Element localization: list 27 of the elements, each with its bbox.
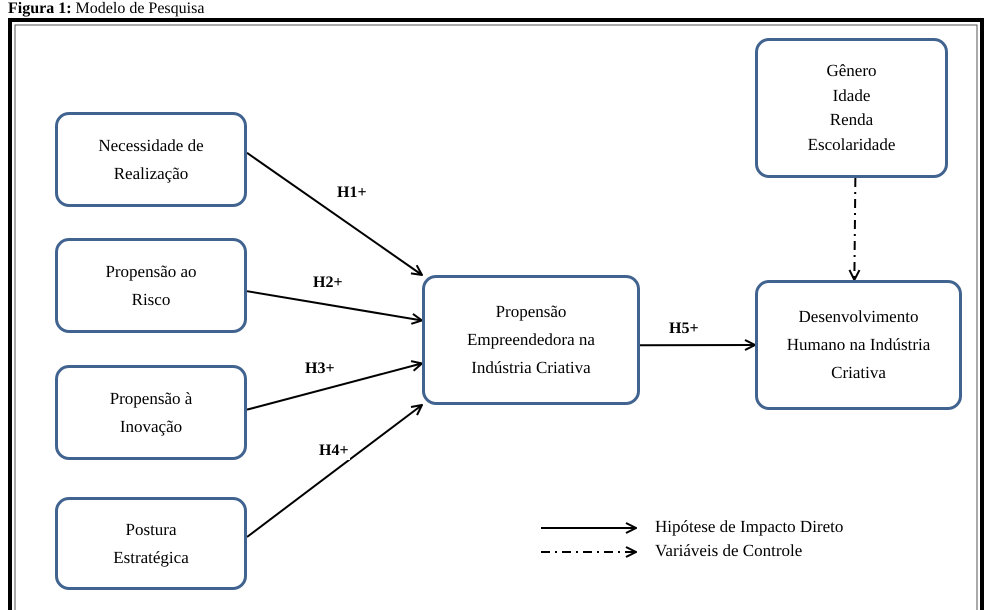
legend-text: Hipótese de Impacto Direto bbox=[655, 516, 844, 538]
box-text: Propensão à Inovação bbox=[108, 388, 194, 438]
box-text: Desenvolvimento Humano na Indústria Criativa bbox=[786, 306, 932, 384]
arrow bbox=[246, 360, 423, 411]
box-text: Escolaridade bbox=[808, 134, 896, 156]
concept-box bbox=[55, 238, 247, 333]
box-text: Necessidade de Realização bbox=[97, 134, 205, 185]
box-text: Propensão Empreendedora na Indústria Criativa bbox=[466, 301, 596, 379]
arrow bbox=[246, 404, 423, 538]
box-text: Postura Estratégica bbox=[112, 518, 190, 569]
box-text: Renda bbox=[830, 109, 874, 131]
arrow bbox=[246, 152, 423, 276]
concept-box bbox=[755, 280, 962, 410]
figure-title: Figura 1: Modelo de Pesquisa bbox=[8, 0, 204, 18]
legend-text: Variáveis de Controle bbox=[655, 540, 802, 562]
box-text: Gênero bbox=[826, 60, 877, 82]
box-text: Idade bbox=[832, 84, 870, 106]
arrow bbox=[246, 290, 423, 325]
concept-box bbox=[55, 365, 247, 460]
concept-box bbox=[55, 497, 247, 590]
concept-box bbox=[55, 112, 247, 207]
box-text: Propensão ao Risco bbox=[104, 260, 198, 310]
arrow bbox=[640, 339, 756, 352]
concept-box bbox=[422, 275, 640, 405]
edge-label: H4+ bbox=[318, 442, 350, 460]
arrow bbox=[848, 178, 860, 281]
concept-box bbox=[755, 38, 948, 178]
